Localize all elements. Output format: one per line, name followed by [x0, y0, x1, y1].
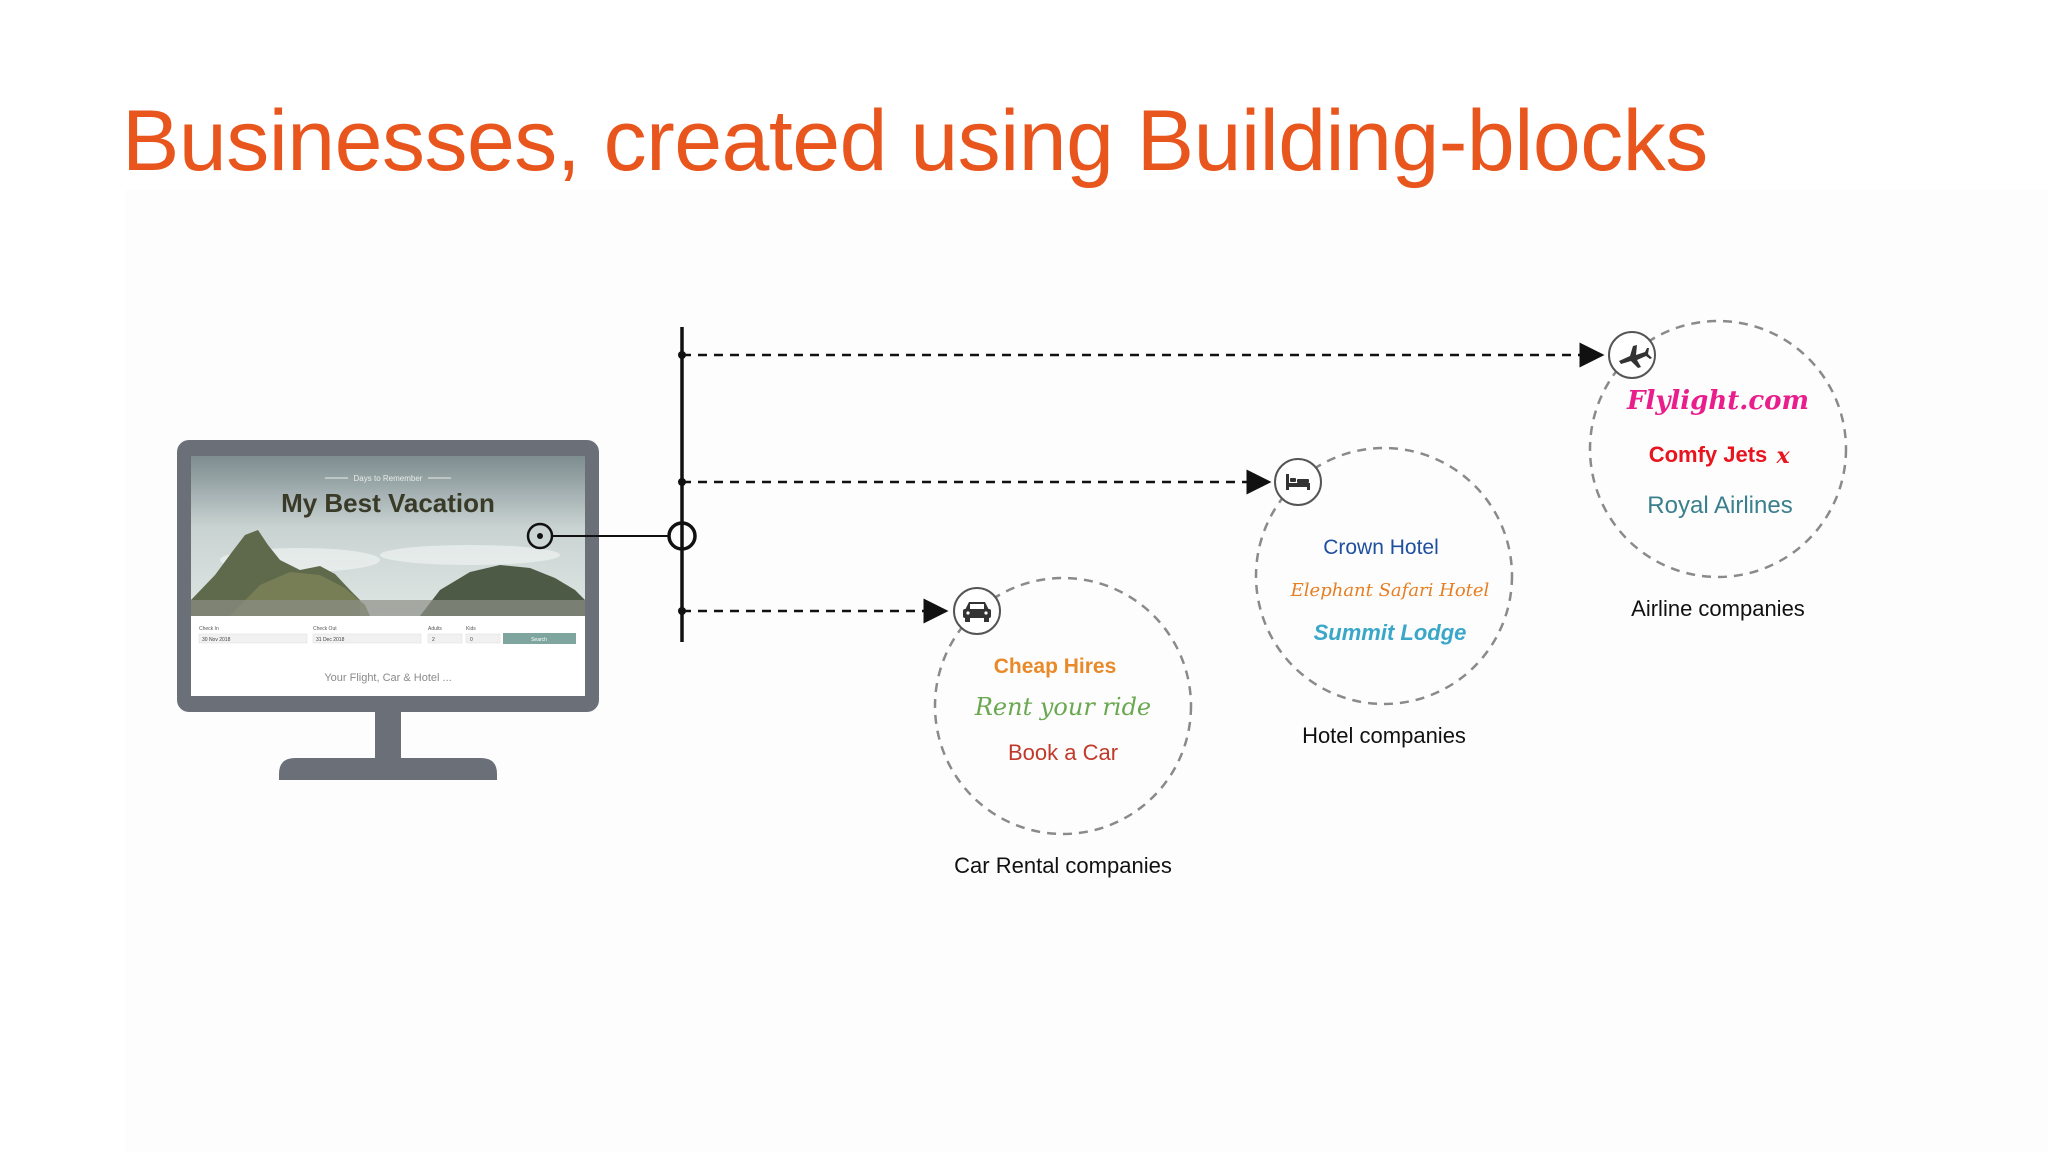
- kids-value: 0: [470, 637, 473, 643]
- search-button[interactable]: [503, 633, 576, 644]
- hero-subtitle: Days to Remember: [354, 474, 423, 483]
- checkout-input[interactable]: [312, 633, 422, 644]
- adults-stepper[interactable]: [427, 633, 463, 644]
- car-rental-caption: Car Rental companies: [954, 853, 1172, 878]
- checkout-value: 31 Dec 2018: [316, 637, 345, 643]
- checkin-label: Check In: [199, 626, 219, 632]
- airline-circle: [1588, 319, 1848, 579]
- comfy-jets-logo-mark: x: [1775, 443, 1790, 469]
- kids-stepper[interactable]: [465, 633, 501, 644]
- city-strip: [191, 600, 585, 616]
- brand-cheap-hires: Cheap Hires: [994, 655, 1117, 678]
- brand-royal-airlines: Royal Airlines: [1647, 492, 1792, 519]
- monitor-stand: [279, 758, 497, 780]
- monitor: Days to Remember My Best Vacation Check …: [177, 440, 599, 780]
- checkin-value: 30 Nov 2018: [202, 637, 231, 643]
- kids-label: Kids: [466, 626, 476, 632]
- brand-rent-your-ride: Rent your ride: [974, 693, 1151, 721]
- brand-crown-hotel: Crown Hotel: [1323, 536, 1439, 559]
- airplane-icon: [1608, 331, 1656, 379]
- brand-book-a-car: Book a Car: [1008, 740, 1118, 765]
- hotel-circle: [1254, 446, 1514, 706]
- monitor-neck: [375, 712, 401, 758]
- brand-summit-lodge: Summit Lodge: [1314, 620, 1467, 645]
- screen-footer-text: Your Flight, Car & Hotel ...: [324, 672, 451, 684]
- hotel-caption: Hotel companies: [1302, 723, 1466, 748]
- hero-heading: My Best Vacation: [281, 488, 495, 518]
- adults-value: 2: [432, 637, 435, 643]
- car-rental-circle: [933, 576, 1193, 836]
- airline-caption: Airline companies: [1631, 596, 1805, 621]
- car-rental-group: Cheap Hires Rent your ride Book a Car Ca…: [933, 576, 1193, 878]
- adults-label: Adults: [428, 626, 442, 632]
- airline-group: Flylight.com Comfy Jets x Royal Airlines…: [1588, 319, 1848, 621]
- checkin-input[interactable]: [198, 633, 308, 644]
- brand-elephant-safari-hotel: Elephant Safari Hotel: [1290, 580, 1490, 601]
- car-icon: [953, 587, 1001, 635]
- brand-flylight: Flylight.com: [1626, 386, 1809, 416]
- hotel-group: Crown Hotel Elephant Safari Hotel Summit…: [1254, 446, 1514, 748]
- bed-icon: [1274, 458, 1322, 506]
- brand-comfy-jets: Comfy Jets: [1649, 442, 1768, 467]
- slide-title: Businesses, created using Building-block…: [122, 93, 1708, 189]
- search-button-label: Search: [531, 637, 547, 643]
- checkout-label: Check Out: [313, 626, 337, 632]
